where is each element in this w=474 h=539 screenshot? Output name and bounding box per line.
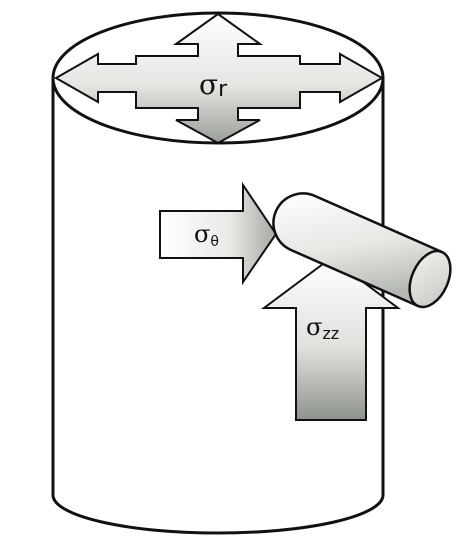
- sigma-zz-symbol: σ: [306, 313, 322, 341]
- sigma-r-subscript: r: [218, 77, 228, 102]
- radial-stress-arrow: [53, 12, 385, 145]
- fiber-rod-body: [272, 192, 444, 308]
- sigma-r-label: σr: [199, 68, 228, 102]
- sigma-theta-label: σθ: [194, 220, 219, 250]
- sigma-theta-subscript: θ: [210, 234, 219, 250]
- fiber-rod-end: [408, 249, 452, 309]
- sigma-theta-symbol: σ: [194, 220, 210, 248]
- sigma-zz-label: σzz: [306, 313, 339, 343]
- sigma-zz-subscript: zz: [322, 324, 339, 343]
- sigma-r-symbol: σ: [199, 68, 218, 101]
- hoop-stress-arrow: [159, 181, 278, 286]
- fiber-rod: [272, 192, 452, 309]
